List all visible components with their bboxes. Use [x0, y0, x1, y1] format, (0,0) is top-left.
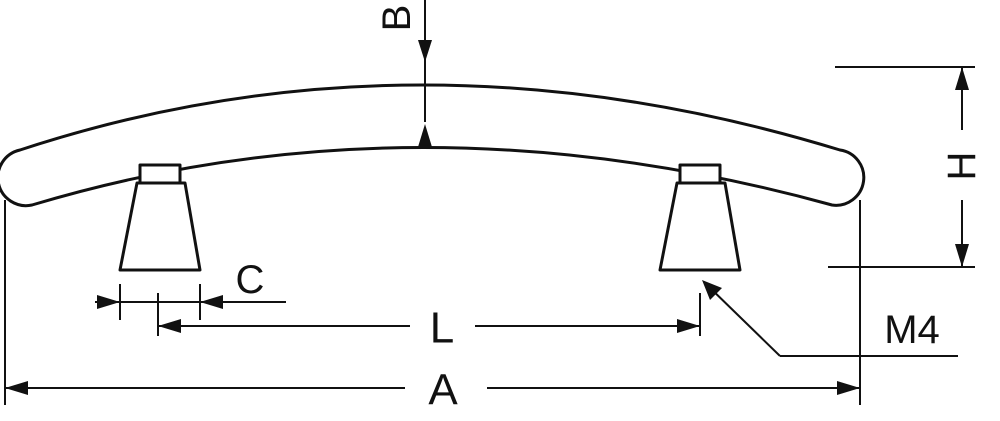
left-foot	[118, 163, 202, 272]
dimension-b: B	[375, 0, 432, 147]
label-l: L	[430, 304, 454, 353]
label-m4: M4	[884, 308, 940, 352]
dimension-c: C	[95, 258, 286, 320]
label-h: H	[940, 152, 984, 181]
label-a: A	[428, 366, 458, 415]
right-foot	[658, 163, 742, 272]
dimension-h: H	[828, 66, 984, 268]
dimension-a: A	[4, 200, 861, 415]
label-c: C	[236, 258, 265, 302]
thread-leader: M4	[702, 280, 958, 357]
dimension-l: L	[157, 293, 701, 353]
label-b: B	[375, 5, 419, 32]
handle-bar	[0, 83, 866, 208]
